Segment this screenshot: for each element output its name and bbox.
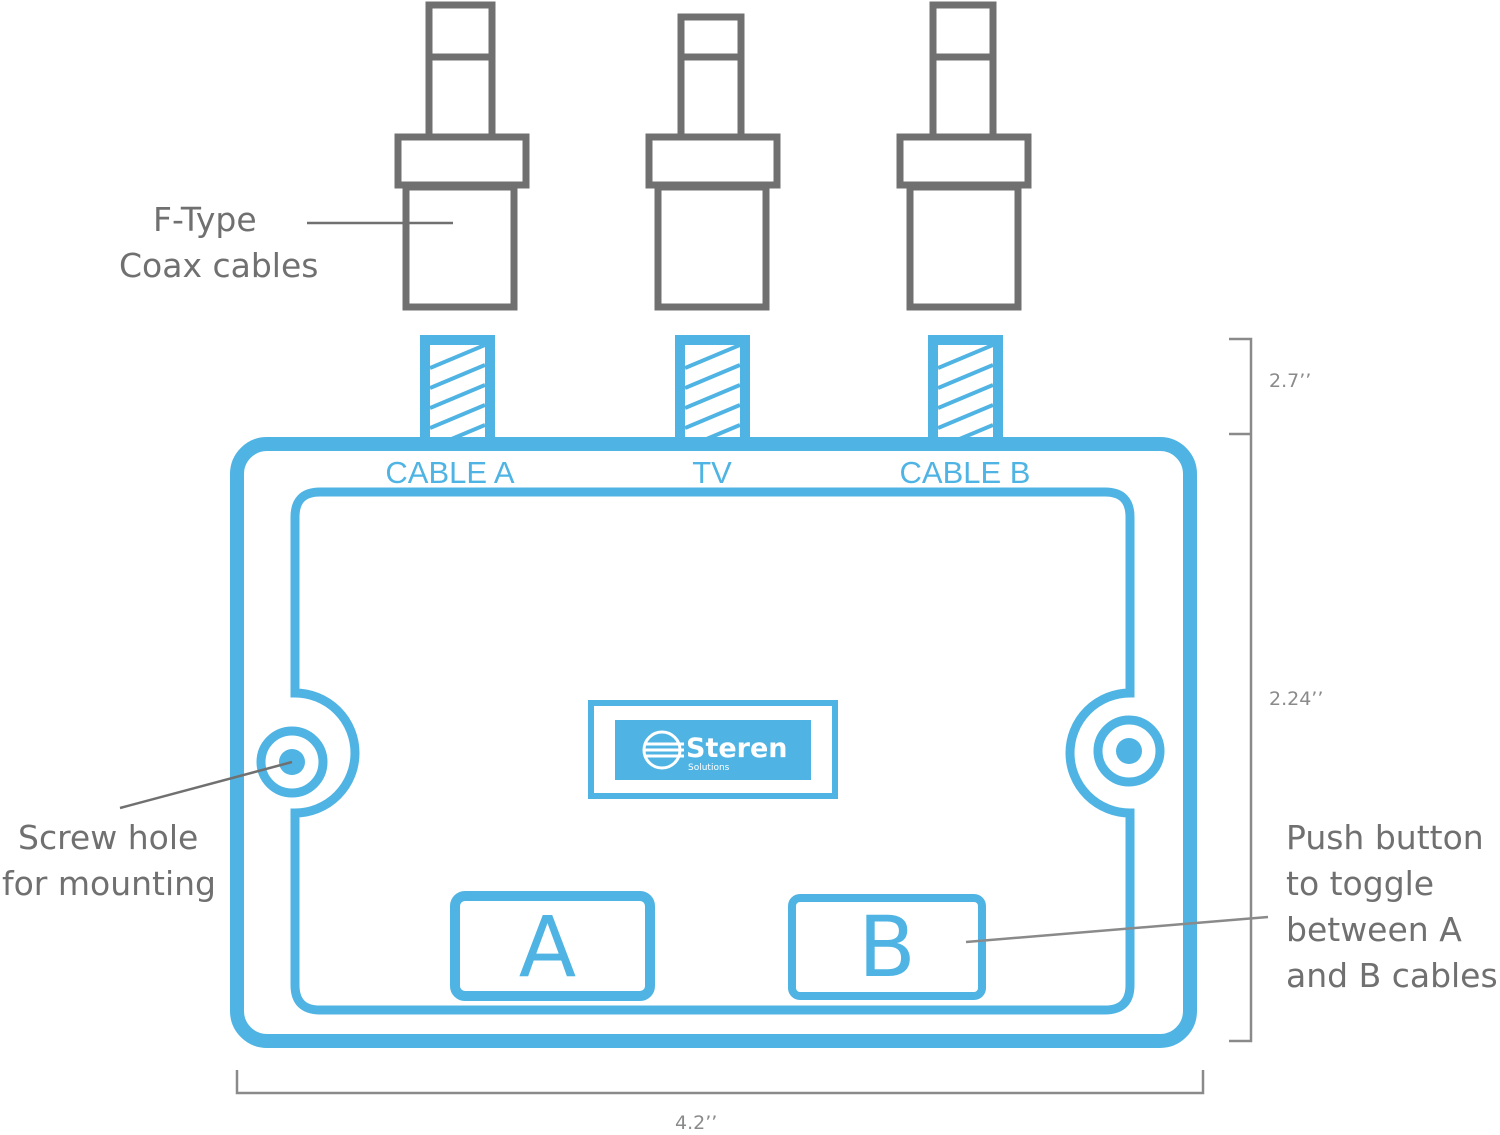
dimension-bracket-right: [1229, 337, 1253, 1043]
coax-connector-cable-a: [394, 1, 530, 311]
steren-logo-plate: [588, 700, 838, 799]
label-push-line3: between A: [1286, 910, 1462, 949]
dimension-label-width: 4.2’’: [675, 1112, 718, 1134]
button-b-letter: B: [858, 898, 916, 996]
port-label-cable-b: CABLE B: [899, 455, 1031, 490]
dimension-label-connector-height: 2.7’’: [1269, 370, 1312, 392]
label-push-line4: and B cables: [1286, 956, 1498, 995]
leader-line-push: [965, 915, 1269, 944]
steren-logo-icon: [642, 730, 684, 770]
dimension-bracket-bottom: [235, 1070, 1205, 1095]
screw-hole-right: [1093, 715, 1165, 787]
label-push-line2: to toggle: [1286, 864, 1435, 903]
thread-port-cable-b: [928, 335, 1003, 445]
coax-connector-cable-b: [896, 1, 1032, 311]
label-coax-line1: F-Type: [153, 200, 257, 239]
leader-line-screw: [119, 760, 293, 810]
port-label-cable-a: CABLE A: [385, 455, 515, 490]
thread-port-cable-a: [420, 335, 495, 445]
label-push-line1: Push button: [1286, 818, 1484, 857]
thread-port-tv: [675, 335, 750, 445]
label-coax-line2: Coax cables: [119, 246, 319, 285]
button-b-frame: [788, 894, 986, 1000]
label-screw-line2: for mounting: [2, 864, 217, 903]
housing-inner-panel: [290, 487, 1135, 1015]
coax-connector-tv: [645, 13, 781, 311]
button-a-frame: [450, 891, 655, 1001]
label-screw-line1: Screw hole: [18, 818, 199, 857]
logo-brand: Steren: [686, 733, 788, 764]
port-label-tv: TV: [692, 455, 732, 490]
button-a-letter: A: [518, 898, 577, 996]
logo-tagline: Solutions: [688, 763, 730, 773]
dimension-label-body-height: 2.24’’: [1269, 688, 1324, 710]
